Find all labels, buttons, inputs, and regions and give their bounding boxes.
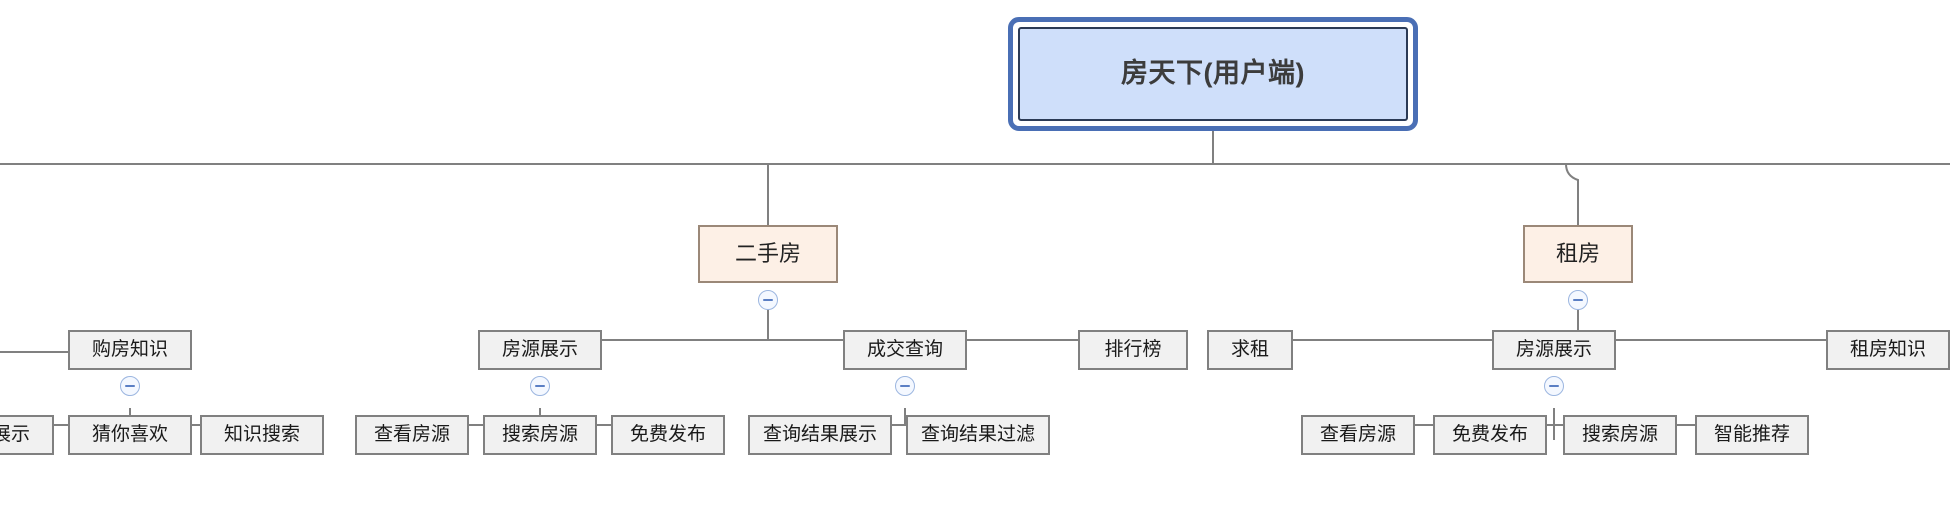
node-fangyuanzhanshi-zufang[interactable]: 房源展示 [1492, 330, 1616, 370]
branch-node-ershoufang[interactable]: 二手房 [698, 225, 838, 283]
leaf-zhanshi-clipped[interactable]: 展示 [0, 415, 54, 455]
leaf-sousuofangyuan-zufang[interactable]: 搜索房源 [1563, 415, 1677, 455]
leaf-chaxunjieguoguolv[interactable]: 查询结果过滤 [906, 415, 1050, 455]
root-node[interactable]: 房天下(用户端) [1018, 27, 1408, 121]
node-chengjiaochaxun[interactable]: 成交查询 [843, 330, 967, 370]
leaf-chakanfangyuan-ershoufang[interactable]: 查看房源 [355, 415, 469, 455]
minus-circle-icon-zufang[interactable] [1568, 290, 1588, 310]
leaf-mianfeifabu-zufang[interactable]: 免费发布 [1433, 415, 1547, 455]
leaf-mianfeifabu-ershoufang[interactable]: 免费发布 [611, 415, 725, 455]
minus-circle-icon-fangyuanzhanshi-ershoufang[interactable] [530, 376, 550, 396]
minus-circle-icon-goufangzhishi[interactable] [120, 376, 140, 396]
node-zufangzhishi[interactable]: 租房知识 [1826, 330, 1950, 370]
node-qiuzu[interactable]: 求租 [1207, 330, 1293, 370]
leaf-zhishisousuo[interactable]: 知识搜索 [200, 415, 324, 455]
leaf-zhinengtuijian-zufang[interactable]: 智能推荐 [1695, 415, 1809, 455]
branch-node-zufang[interactable]: 租房 [1523, 225, 1633, 283]
minus-circle-icon-chengjiaochaxun[interactable] [895, 376, 915, 396]
leaf-chakanfangyuan-zufang[interactable]: 查看房源 [1301, 415, 1415, 455]
node-fangyuanzhanshi-ershoufang[interactable]: 房源展示 [478, 330, 602, 370]
leaf-chaxunjieguozhanshi[interactable]: 查询结果展示 [748, 415, 892, 455]
node-goufangzhishi[interactable]: 购房知识 [68, 330, 192, 370]
minus-circle-icon-ershoufang[interactable] [758, 290, 778, 310]
node-paihangbang[interactable]: 排行榜 [1078, 330, 1188, 370]
minus-circle-icon-fangyuanzhanshi-zufang[interactable] [1544, 376, 1564, 396]
leaf-sousuofangyuan-ershoufang[interactable]: 搜索房源 [483, 415, 597, 455]
leaf-cainixihuan[interactable]: 猜你喜欢 [68, 415, 192, 455]
